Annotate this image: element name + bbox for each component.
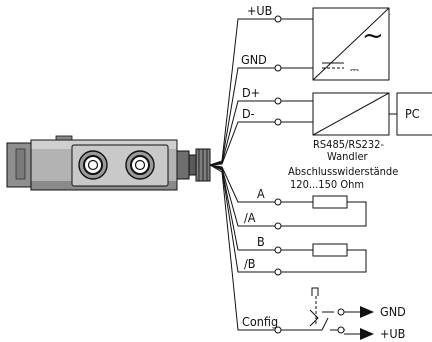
- terminal-a-bar: [274, 222, 282, 230]
- pc-block: PC: [396, 92, 432, 136]
- terminal-a-label: A: [257, 186, 265, 201]
- output-plus-ub-label: +UB: [380, 326, 405, 341]
- terminal-d-minus: [274, 118, 282, 126]
- arrow-right-icon: [344, 328, 374, 340]
- arrow-right-icon: [344, 306, 374, 318]
- changeover-switch-icon: [279, 287, 345, 331]
- resistor-icon: [312, 195, 348, 209]
- terminal-a: [274, 198, 282, 206]
- terminal-plus-ub-label: +UB: [247, 3, 272, 18]
- switch-contact-gnd: [337, 308, 345, 316]
- converter-label-line2: Wandler: [327, 150, 369, 163]
- termination-label-line2: 120...150 Ohm: [290, 178, 364, 191]
- sensor-device-icon: [6, 135, 211, 191]
- termination-resistor-b: [279, 243, 367, 273]
- power-supply-dc-symbol: ⎓: [350, 63, 359, 76]
- output-gnd-label: GND: [380, 304, 406, 319]
- termination-label-line1: Abschlusswiderstände: [288, 165, 398, 178]
- terminal-b-bar-label: /B: [244, 256, 256, 271]
- switch-contact-ub: [337, 326, 345, 334]
- terminal-b-label: B: [257, 234, 265, 249]
- terminal-b: [274, 246, 282, 254]
- power-supply-ac-symbol: ~: [362, 21, 384, 51]
- terminal-config-label: Config: [242, 314, 278, 329]
- power-supply-block: ⎓ ~: [279, 7, 390, 81]
- converter-label-line1: RS485/RS232-: [313, 138, 384, 151]
- terminal-d-minus-label: D-: [242, 106, 255, 121]
- cable-wires: [209, 18, 275, 331]
- terminal-gnd-label: GND: [241, 52, 267, 67]
- terminal-b-bar: [274, 268, 282, 276]
- pc-label: PC: [405, 106, 420, 121]
- rs485-converter-block: [279, 92, 397, 136]
- terminal-d-plus-label: D+: [242, 85, 260, 100]
- termination-resistor-a: [279, 195, 367, 227]
- resistor-icon: [312, 243, 348, 257]
- terminal-connectors: [274, 15, 282, 334]
- terminal-plus-ub: [274, 15, 282, 23]
- terminal-config: [274, 326, 282, 334]
- terminal-gnd: [274, 64, 282, 72]
- terminal-d-plus: [274, 97, 282, 105]
- terminal-a-bar-label: /A: [244, 210, 256, 225]
